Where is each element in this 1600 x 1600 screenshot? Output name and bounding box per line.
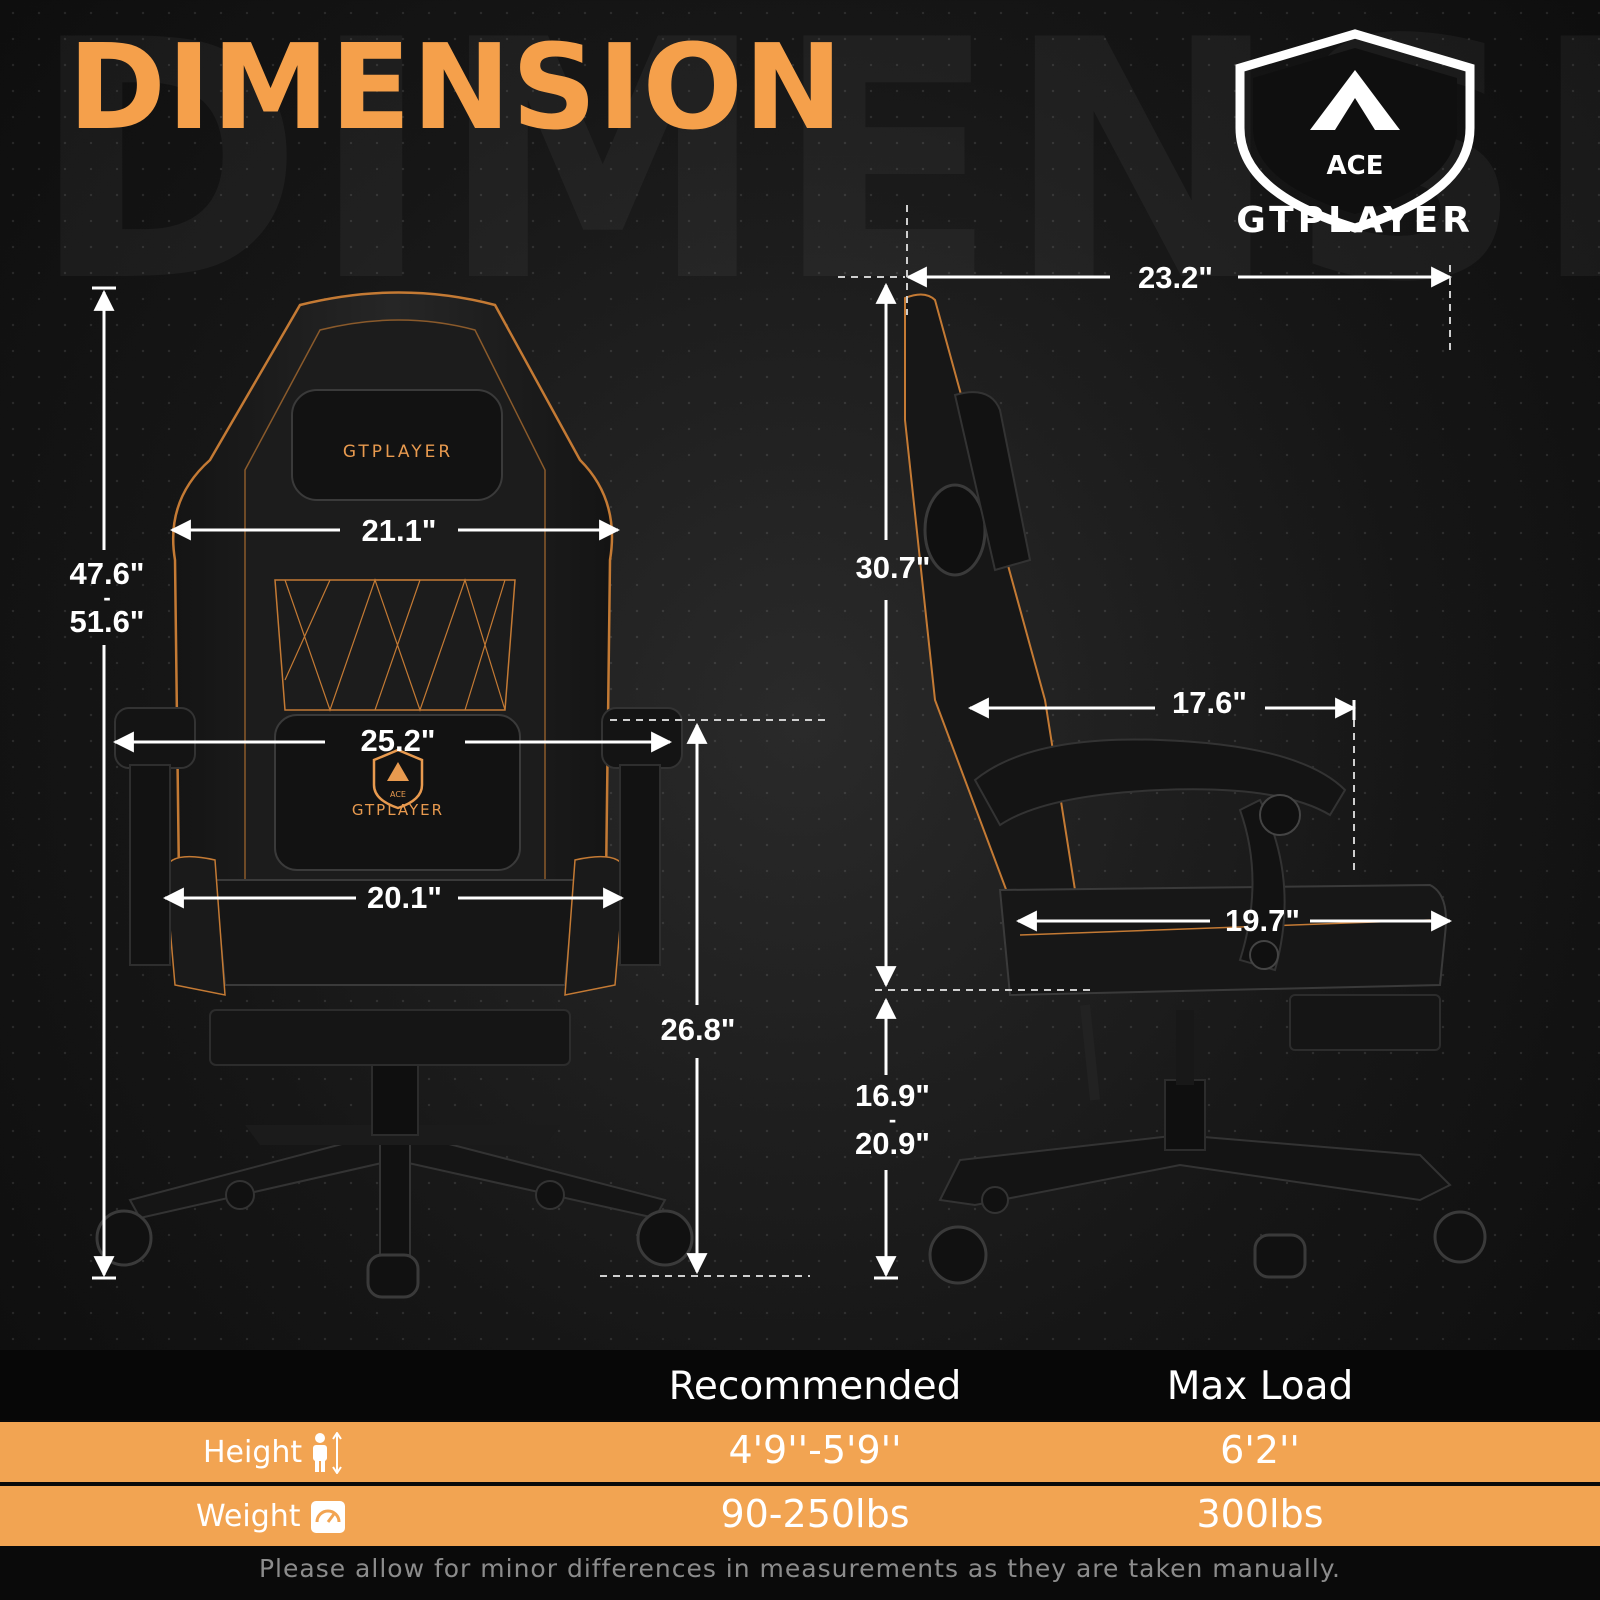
dim-armrest-length: 17.6" (1171, 685, 1248, 720)
side-chair-illustration (904, 293, 1487, 1285)
dim-seat-width: 20.1" (366, 880, 443, 915)
measurement-disclaimer: Please allow for minor differences in me… (258, 1554, 1341, 1583)
headrest-brand-text: GTPLAYER (343, 442, 453, 462)
dim-backrest-width: 21.1" (361, 513, 437, 548)
weight-recommended: 90-250lbs (720, 1492, 910, 1536)
row-label-weight: Weight (196, 1499, 301, 1534)
front-guide-lines (600, 719, 830, 1277)
ace-shield-logo-icon: ACE (1235, 29, 1475, 233)
brand-name: GTPLAYER (1236, 200, 1474, 241)
dim-overall-height-min: 47.6" (69, 556, 145, 591)
column-header-max-load: Max Load (1166, 1364, 1354, 1409)
dim-seat-depth: 19.7" (1224, 903, 1301, 938)
spec-table: Recommended Max Load Height 4'9''-5'9'' … (0, 1350, 1600, 1600)
dim-overall-height: 47.6" - 51.6" (62, 554, 152, 642)
front-dimension-lines (92, 286, 708, 1280)
height-max-load: 6'2'' (1220, 1428, 1300, 1472)
height-recommended: 4'9''-5'9'' (728, 1428, 902, 1472)
dim-overall-height-sep: - (103, 585, 111, 611)
dim-armrest-width: 25.2" (360, 723, 436, 758)
chair-dimension-drawing: GTPLAYER ACE GTPLAYER (92, 205, 1487, 1299)
column-header-recommended: Recommended (668, 1364, 962, 1409)
dim-seat-height-min: 16.9" (854, 1078, 931, 1113)
dim-armrest-height: 26.8" (660, 1012, 736, 1047)
table-row-height: Height 4'9''-5'9'' 6'2'' (0, 1422, 1600, 1482)
dim-seat-height-max: 20.9" (854, 1125, 931, 1161)
person-height-icon (313, 1432, 342, 1474)
dim-overall-height-max: 51.6" (69, 603, 145, 639)
page-title: DIMENSION (68, 18, 844, 156)
spec-table-header: Recommended Max Load (0, 1350, 1600, 1420)
dim-seat-height: 16.9" - 20.9" (845, 1076, 940, 1164)
dim-seat-height-sep: - (888, 1107, 897, 1133)
scale-icon (311, 1501, 345, 1533)
side-dimension-lines (874, 266, 1453, 1280)
side-guide-lines (838, 205, 1451, 991)
dim-overall-depth: 23.2" (1137, 260, 1214, 295)
lumbar-brand-text: GTPLAYER (352, 801, 444, 819)
table-row-weight: Weight 90-250lbs 300lbs (0, 1486, 1600, 1546)
dim-backrest-height: 30.7" (855, 550, 931, 585)
weight-max-load: 300lbs (1196, 1492, 1324, 1536)
front-chair-illustration: GTPLAYER ACE GTPLAYER (95, 291, 694, 1299)
row-label-height: Height (203, 1435, 303, 1470)
lumbar-badge-text: ACE (390, 790, 406, 799)
logo-badge-text: ACE (1327, 151, 1384, 181)
